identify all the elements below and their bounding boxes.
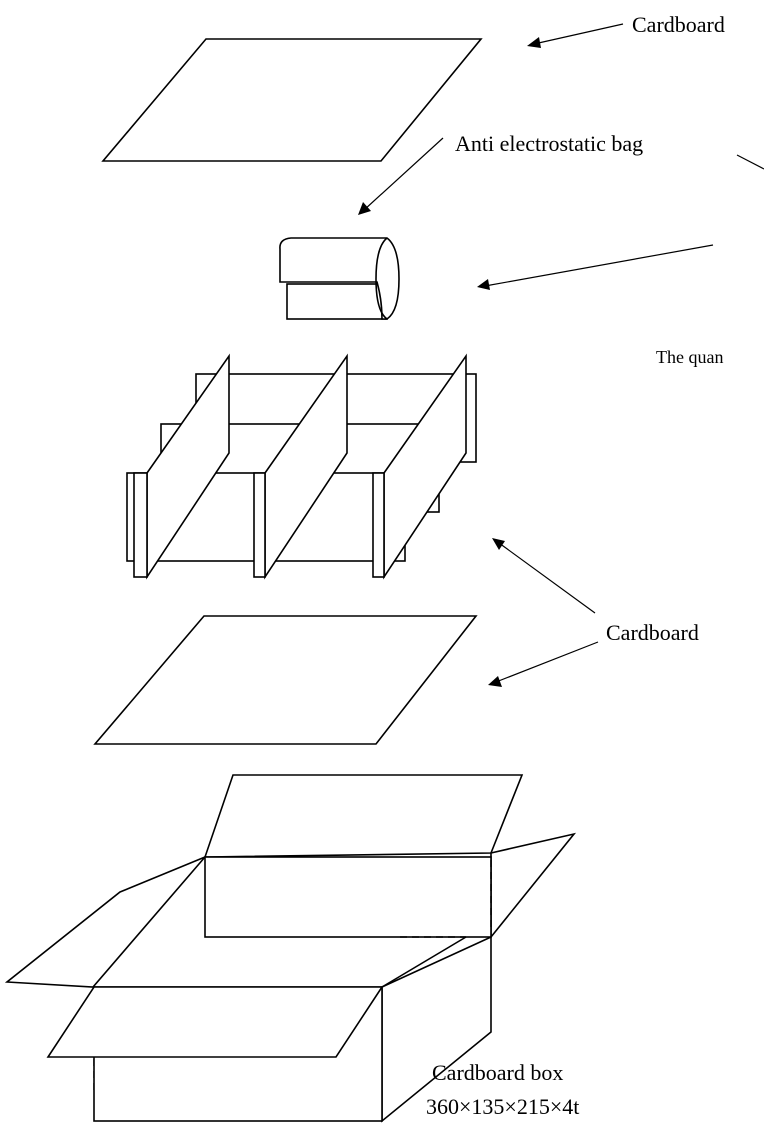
cardboard-box xyxy=(4,774,577,1123)
label-box-name: Cardboard box xyxy=(432,1060,563,1085)
label-lower-cardboard: Cardboard xyxy=(606,620,699,645)
arrow-bag xyxy=(358,137,444,215)
label-top-cardboard: Cardboard xyxy=(632,12,725,37)
label-bag: Anti electrostatic bag xyxy=(455,131,643,156)
arrow-divider xyxy=(492,538,596,614)
label-quantity-note: The quan xyxy=(656,347,723,367)
arrow-roll xyxy=(477,244,714,290)
divider-grid xyxy=(126,353,477,580)
bag-roll xyxy=(279,237,400,320)
top-cardboard-sheet xyxy=(101,38,483,162)
label-box-dims: 360×135×215×4t xyxy=(426,1094,579,1119)
bag-label-leader xyxy=(736,154,764,170)
lower-cardboard-sheet xyxy=(93,615,478,745)
arrow-top-cardboard xyxy=(527,23,624,48)
arrow-lower-cardboard xyxy=(488,641,599,687)
